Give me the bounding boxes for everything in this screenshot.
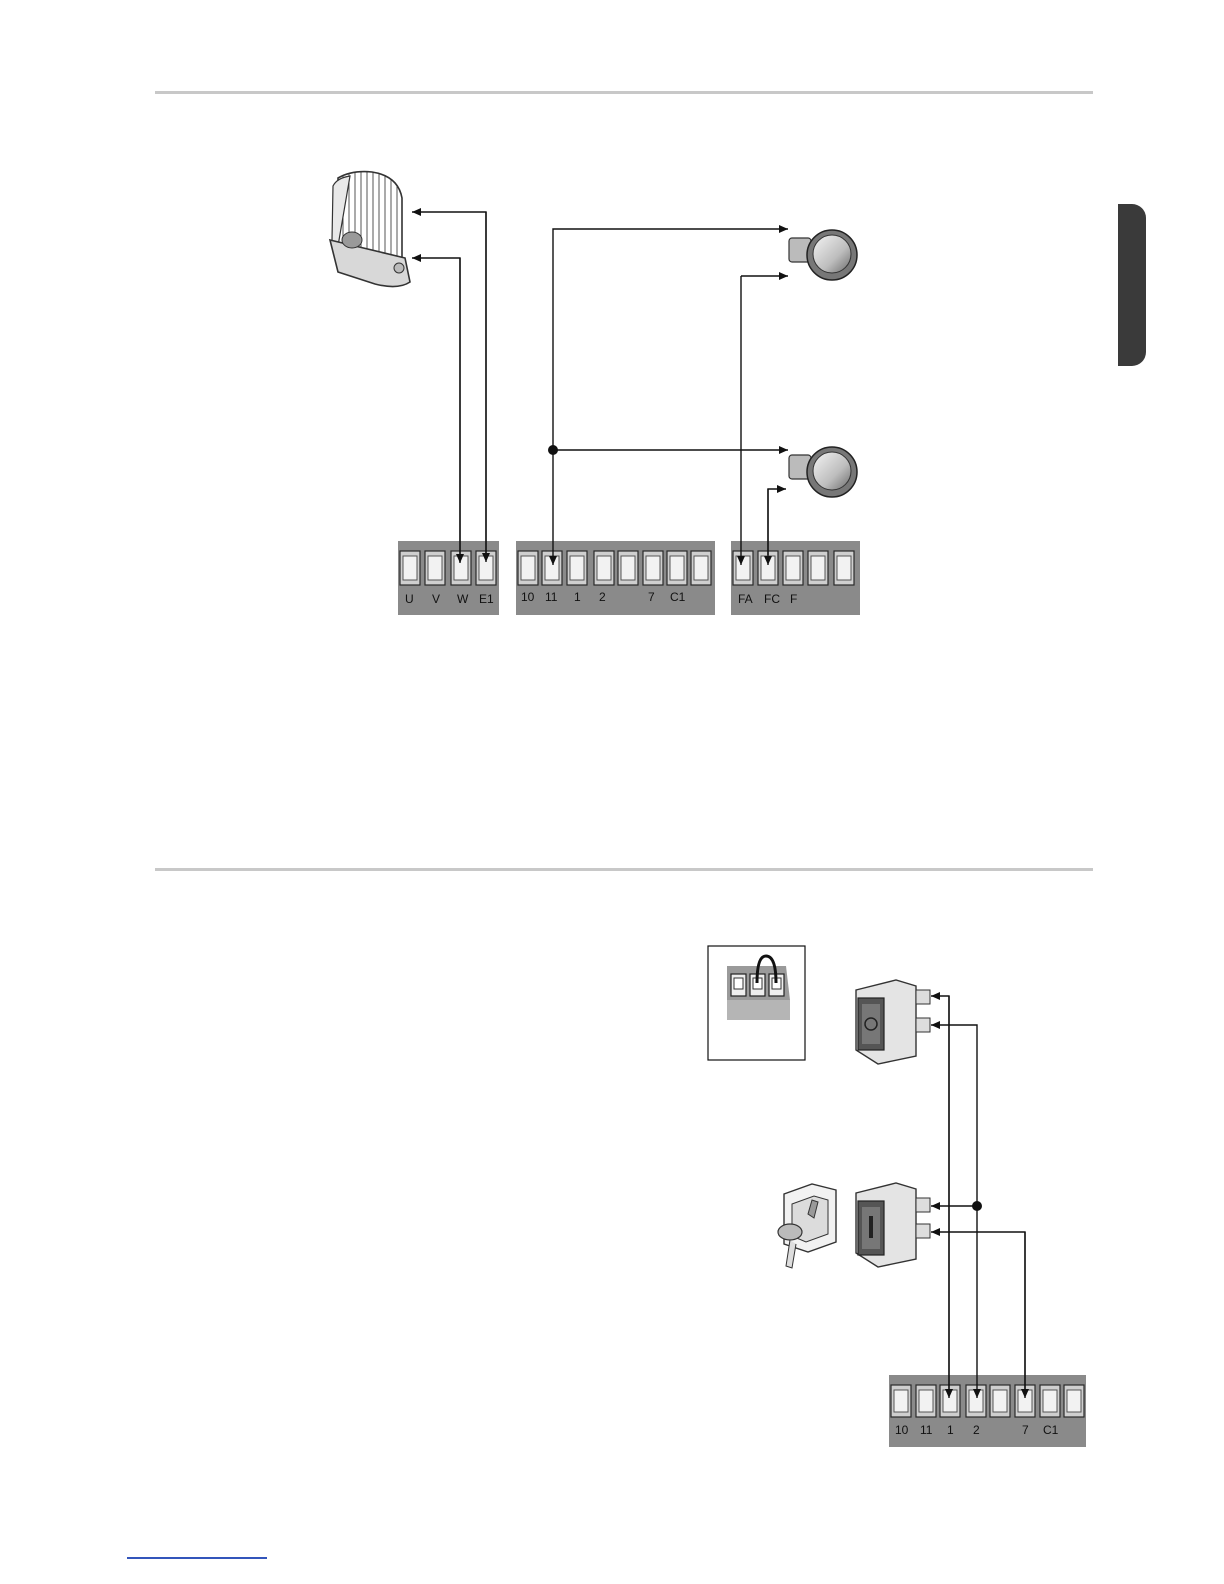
push-button-icon	[789, 230, 857, 280]
junction-dot	[972, 1201, 982, 1211]
terminal-label-11-b: 11	[920, 1423, 933, 1437]
terminal-label-2: 2	[599, 590, 606, 604]
terminal-label-fa: FA	[738, 592, 753, 606]
terminal-label-7-b: 7	[1022, 1423, 1029, 1437]
terminal-label-e1: E1	[479, 592, 494, 606]
terminal-label-7: 7	[648, 590, 655, 604]
terminal-label-2-b: 2	[973, 1423, 980, 1437]
rocker-switch-icon	[856, 980, 930, 1064]
terminal-label-10: 10	[521, 590, 535, 604]
jumper-detail-icon	[708, 946, 805, 1060]
terminal-label-1: 1	[574, 590, 581, 604]
junction-dot	[548, 445, 558, 455]
terminal-label-w: W	[457, 592, 469, 606]
flashing-lamp-icon	[330, 172, 410, 287]
key-selector-icon	[778, 1184, 836, 1268]
terminal-label-fc: FC	[764, 592, 780, 606]
terminal-label-1-b: 1	[947, 1423, 954, 1437]
terminal-label-v: V	[432, 592, 440, 606]
terminal-label-c1-b: C1	[1043, 1423, 1059, 1437]
push-button-icon	[789, 447, 857, 497]
terminal-label-c1: C1	[670, 590, 686, 604]
rocker-switch-icon	[856, 1183, 930, 1267]
top-wires	[412, 212, 788, 565]
bottom-wires	[931, 996, 1025, 1398]
terminal-label-11: 11	[545, 590, 558, 604]
terminal-label-u: U	[405, 592, 414, 606]
terminal-label-f: F	[790, 592, 797, 606]
terminal-label-10-b: 10	[895, 1423, 909, 1437]
